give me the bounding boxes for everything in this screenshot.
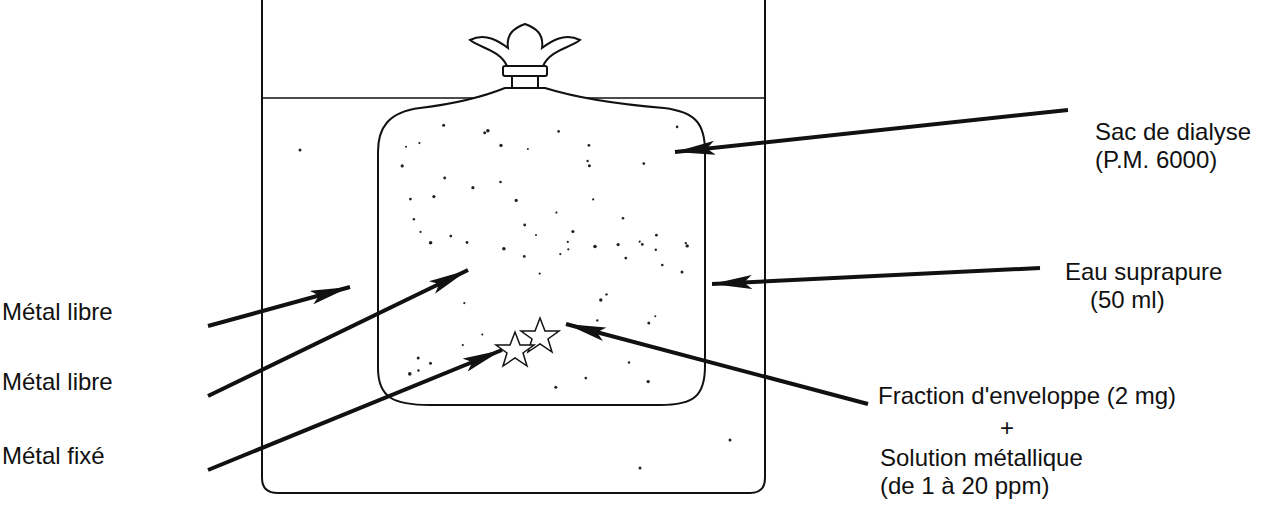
metal-dot <box>647 380 650 383</box>
metal-dot <box>449 235 452 238</box>
metal-dot <box>499 144 502 147</box>
callout-label: Métal libre <box>2 298 113 326</box>
metal-dot <box>413 218 415 220</box>
metal-dot <box>685 242 687 244</box>
metal-dot <box>642 162 645 165</box>
metal-dot <box>401 164 404 167</box>
metal-dot <box>515 199 518 202</box>
bound-metal-star <box>496 332 534 366</box>
metal-dot <box>592 198 594 200</box>
metal-dot <box>466 241 469 244</box>
metal-dot <box>417 356 420 359</box>
metal-dot <box>462 344 464 346</box>
metal-dot <box>655 234 658 237</box>
metal-dot <box>622 217 625 220</box>
metal-dot <box>554 386 557 389</box>
part-label: (P.M. 6000) <box>1095 146 1217 174</box>
metal-dot <box>596 319 598 321</box>
metal-dot <box>588 144 591 147</box>
metal-dot <box>405 146 407 148</box>
metal-dot <box>527 148 529 150</box>
metal-dot <box>523 224 526 227</box>
leader-arrow <box>675 110 1068 152</box>
metal-dot <box>686 244 689 247</box>
metal-dot <box>681 271 684 274</box>
metal-dot <box>559 253 561 255</box>
metal-dot <box>523 255 526 258</box>
metal-dot <box>586 160 588 162</box>
metal-dot <box>486 129 490 133</box>
metal-dot <box>585 377 588 380</box>
metal-dot <box>729 439 732 442</box>
leader-arrow <box>208 287 350 326</box>
metal-dot <box>571 230 574 233</box>
part-label: Solution métallique <box>880 444 1083 472</box>
metal-dot <box>299 149 302 152</box>
part-label: Sac de dialyse <box>1095 118 1251 146</box>
metal-dot <box>567 241 569 243</box>
part-label: (de 1 à 20 ppm) <box>880 472 1049 500</box>
metal-dot <box>463 302 465 304</box>
metal-dot <box>555 212 557 214</box>
metal-dot <box>647 322 650 325</box>
metal-dot <box>419 231 421 233</box>
leader-arrow <box>208 270 468 396</box>
metal-dot <box>483 131 486 134</box>
metal-dot <box>481 333 483 335</box>
metal-dot <box>471 186 474 189</box>
metal-dot <box>535 234 537 236</box>
callout-label: Métal fixé <box>2 442 105 470</box>
metal-dot <box>557 130 560 133</box>
part-label: + <box>1000 414 1014 442</box>
metal-dot <box>567 248 569 250</box>
metal-dot <box>443 177 446 180</box>
part-label: Eau suprapure <box>1065 258 1222 286</box>
metal-dot <box>408 372 412 376</box>
metal-dot <box>442 124 445 127</box>
metal-dot <box>655 249 657 251</box>
leader-arrow <box>712 268 1040 284</box>
leader-arrows <box>208 110 1068 470</box>
metal-dot <box>605 293 607 295</box>
metal-dot <box>654 315 656 317</box>
metal-dot <box>502 247 506 251</box>
metal-dot <box>539 273 541 275</box>
metal-dot <box>429 241 433 245</box>
bag-top <box>470 24 580 66</box>
metal-dot <box>624 257 627 260</box>
metal-dot <box>429 362 432 365</box>
part-label: Fraction d'enveloppe (2 mg) <box>878 382 1176 410</box>
bag-tie <box>503 66 547 76</box>
metal-dot <box>676 126 679 129</box>
leader-arrow <box>566 324 868 404</box>
metal-dot <box>641 243 644 246</box>
part-label: (50 ml) <box>1090 286 1165 314</box>
metal-dot <box>499 181 502 184</box>
leader-arrow <box>208 350 502 470</box>
metal-dot <box>418 142 420 144</box>
metal-dot <box>432 195 435 198</box>
metal-dot <box>409 198 412 201</box>
metal-dot <box>593 245 597 249</box>
metal-dots <box>299 124 732 470</box>
metal-dot <box>617 243 620 246</box>
metal-dot <box>661 264 664 267</box>
dialysis-bag <box>378 88 705 405</box>
callout-label: Métal libre <box>2 368 113 396</box>
metal-dot <box>639 241 641 243</box>
metal-dot <box>639 467 642 470</box>
metal-dot <box>417 369 419 371</box>
metal-dot <box>628 361 630 363</box>
bag-neck <box>512 76 538 88</box>
metal-dot <box>599 298 602 301</box>
metal-dot <box>588 164 591 167</box>
